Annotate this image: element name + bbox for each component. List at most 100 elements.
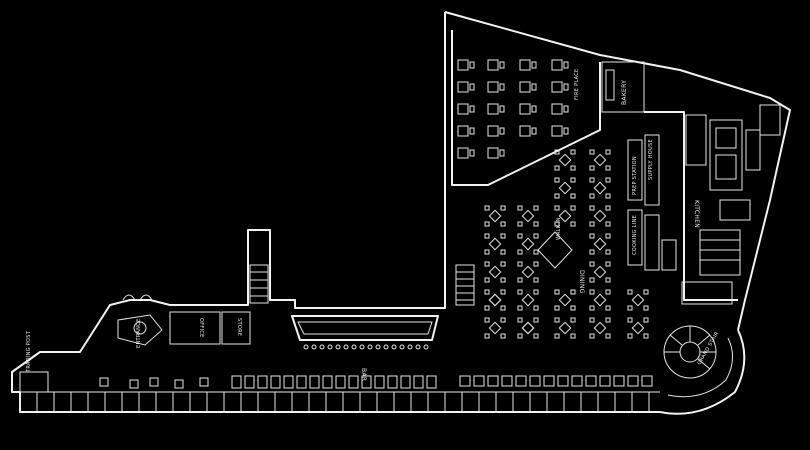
table — [551, 103, 563, 115]
chair — [469, 61, 475, 69]
chair — [531, 83, 537, 91]
chair — [554, 205, 560, 211]
chair — [500, 317, 506, 323]
chair — [500, 261, 506, 267]
bar-stool — [367, 344, 373, 350]
table-top — [521, 265, 535, 279]
chair — [517, 317, 523, 323]
table-top — [593, 237, 607, 251]
bakery-area — [601, 61, 645, 113]
label-cooking: COOKING LINE — [632, 215, 638, 255]
chair — [517, 277, 523, 283]
chair — [563, 83, 569, 91]
booth — [400, 375, 411, 389]
fireplace-room — [451, 30, 601, 186]
chair — [554, 317, 560, 323]
four-top-table — [589, 317, 611, 339]
stair-west — [249, 264, 475, 306]
bar-stool — [351, 344, 357, 350]
label-bakery: BAKERY — [621, 80, 628, 105]
chair — [499, 127, 505, 135]
four-top-table — [589, 233, 611, 255]
label-trading-post: TRADING POST — [26, 330, 32, 373]
booth — [270, 375, 281, 389]
chair — [500, 333, 506, 339]
chair — [605, 305, 611, 311]
table — [457, 81, 469, 93]
building-outline — [11, 11, 791, 415]
label-entrance: ENTRANCE — [136, 319, 142, 348]
booth — [459, 375, 471, 387]
chair — [500, 249, 506, 255]
chair — [589, 193, 595, 199]
table — [551, 81, 563, 93]
label-store: STORE — [236, 318, 242, 336]
chair — [531, 105, 537, 113]
chair — [500, 221, 506, 227]
table — [487, 147, 499, 159]
four-top-table — [589, 289, 611, 311]
chair — [643, 333, 649, 339]
chair — [605, 193, 611, 199]
chair — [484, 289, 490, 295]
table-top — [488, 209, 502, 223]
table-top — [593, 293, 607, 307]
chair — [589, 249, 595, 255]
table-top — [558, 181, 572, 195]
table-top — [488, 265, 502, 279]
bar-stool — [407, 344, 413, 350]
chair — [484, 233, 490, 239]
lobby-tables — [99, 377, 209, 389]
chair — [517, 249, 523, 255]
booth — [641, 375, 653, 387]
trading-post — [19, 371, 49, 393]
chair — [500, 305, 506, 311]
four-top-table — [484, 261, 506, 283]
table-top — [521, 237, 535, 251]
table-top — [558, 293, 572, 307]
chair — [589, 289, 595, 295]
chair — [517, 261, 523, 267]
booth — [473, 375, 485, 387]
chair — [533, 317, 539, 323]
table-top — [521, 321, 535, 335]
chair — [643, 317, 649, 323]
chair — [563, 61, 569, 69]
booth — [515, 375, 527, 387]
bar-stool — [423, 344, 429, 350]
table — [487, 125, 499, 137]
four-top-table — [517, 205, 539, 227]
dining-tables — [484, 149, 649, 339]
chair — [589, 149, 595, 155]
table-top — [593, 321, 607, 335]
label-office: OFFICE — [198, 318, 204, 338]
chair — [627, 317, 633, 323]
chair — [554, 149, 560, 155]
bar-stool — [359, 344, 365, 350]
booth — [296, 375, 307, 389]
chair — [605, 233, 611, 239]
cooking-line — [627, 134, 677, 271]
table-top — [558, 321, 572, 335]
booth — [335, 375, 346, 389]
four-top-table — [589, 205, 611, 227]
bar-counter — [291, 315, 439, 350]
chair — [533, 305, 539, 311]
lobby-table — [174, 379, 184, 389]
four-top-table — [484, 205, 506, 227]
chair — [500, 205, 506, 211]
table-top — [521, 321, 535, 335]
four-top-table — [484, 289, 506, 311]
four-top-table — [517, 261, 539, 283]
chair — [517, 333, 523, 339]
booth — [309, 375, 320, 389]
label-dining: DINING — [578, 270, 585, 294]
label-fireplace: FIRE PLACE — [574, 69, 580, 100]
chair — [533, 277, 539, 283]
frontage-booths — [231, 375, 653, 389]
booth — [613, 375, 625, 387]
chair — [605, 289, 611, 295]
table-top — [488, 293, 502, 307]
chair — [570, 289, 576, 295]
